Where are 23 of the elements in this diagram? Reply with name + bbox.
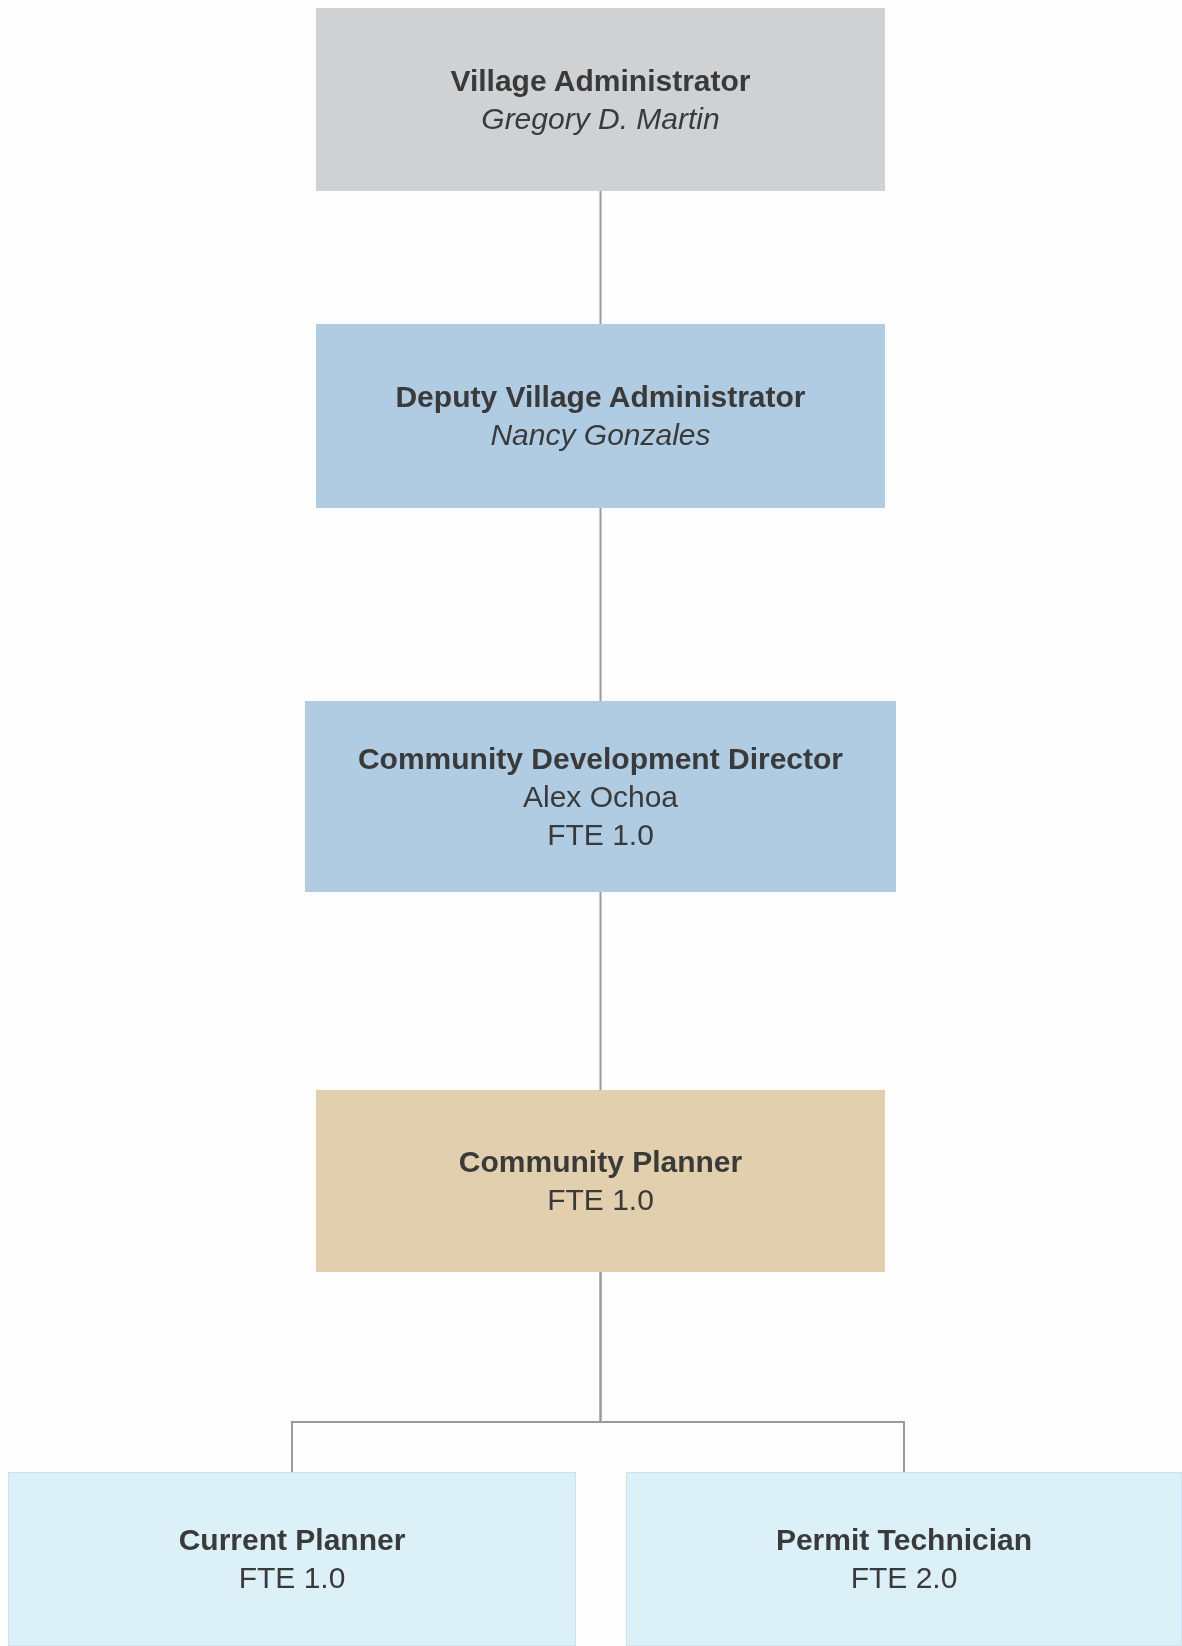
job-title: Community Planner (458, 1144, 743, 1180)
org-box (316, 8, 885, 191)
detail-text: FTE 1.0 (547, 816, 654, 853)
job-title: Permit Technician (775, 1522, 1033, 1558)
detail-text: Gregory D. Martin (481, 100, 720, 137)
org-box (626, 1472, 1182, 1646)
detail-text: Nancy Gonzales (490, 417, 711, 453)
org-box (316, 1090, 885, 1272)
connector-line (599, 190, 602, 325)
org-box (8, 1472, 576, 1646)
org-box (316, 324, 885, 508)
job-title: Deputy Village Administrator (395, 379, 806, 415)
job-title: Village Administrator (450, 62, 751, 99)
connector-line (599, 891, 602, 1091)
detail-text: Alex Ochoa (522, 778, 679, 815)
job-title: Community Development Director (357, 740, 844, 777)
detail-text: FTE 1.0 (547, 1182, 654, 1218)
connector-line (599, 1271, 905, 1473)
connector-line (599, 507, 602, 702)
org-box (305, 701, 896, 892)
job-title: Current Planner (178, 1522, 406, 1558)
detail-text: FTE 1.0 (238, 1560, 346, 1596)
detail-text: FTE 2.0 (850, 1560, 958, 1596)
